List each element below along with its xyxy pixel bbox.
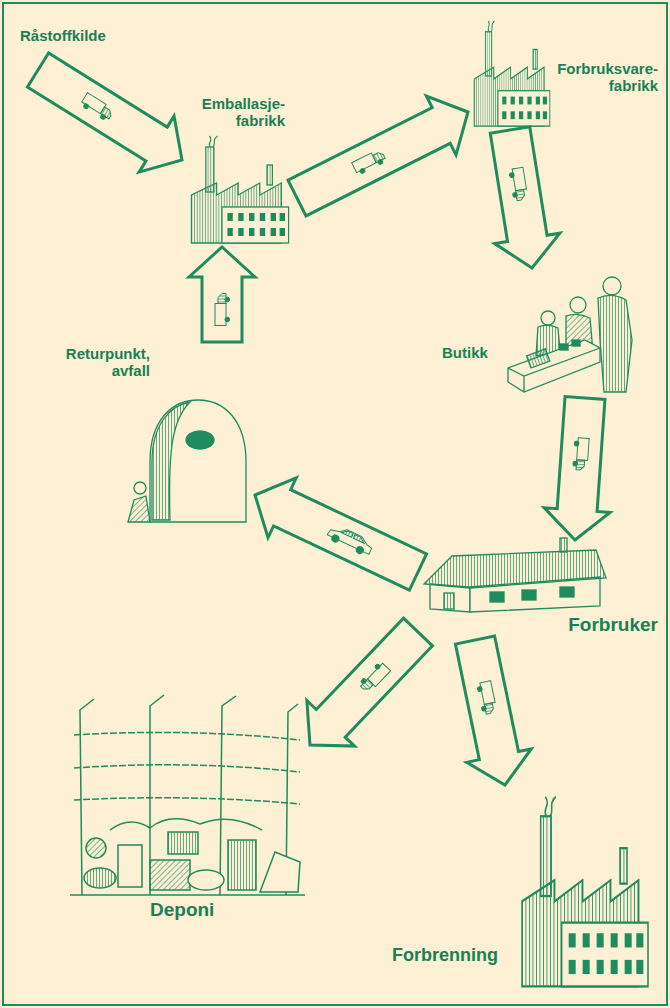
barrel bbox=[118, 845, 142, 887]
waste-bottle bbox=[134, 482, 146, 494]
house-door bbox=[444, 593, 454, 609]
stage-label: Råstoffkilde bbox=[20, 27, 106, 44]
stage-label: Deponi bbox=[150, 899, 214, 921]
bin-shade bbox=[152, 402, 190, 520]
block-arrow bbox=[27, 53, 182, 172]
recycling-bin-illustration bbox=[128, 400, 246, 522]
house-window bbox=[560, 587, 574, 597]
stage-label: Butikk bbox=[442, 344, 488, 361]
house-window bbox=[522, 590, 536, 600]
landfill-illustration bbox=[70, 695, 305, 895]
block-arrow bbox=[490, 127, 560, 268]
counter bbox=[508, 340, 600, 392]
shop-illustration bbox=[508, 277, 632, 392]
goods bbox=[560, 344, 568, 350]
person-head bbox=[603, 277, 621, 295]
stage-node: Forbruker bbox=[418, 540, 664, 640]
waste-heap bbox=[110, 819, 262, 830]
crate bbox=[150, 860, 190, 890]
truck-icon bbox=[358, 661, 391, 694]
house-wall bbox=[430, 584, 470, 612]
truck-icon bbox=[476, 681, 497, 715]
block-arrow bbox=[189, 247, 255, 342]
scrap bbox=[86, 838, 106, 858]
person-head bbox=[570, 297, 586, 313]
stage-label: Forbruksvare- fabrikk bbox=[557, 60, 658, 95]
block-arrow bbox=[544, 397, 610, 540]
house-window bbox=[490, 592, 504, 602]
frame bbox=[3, 3, 667, 1005]
stage-label: Forbruker bbox=[568, 614, 658, 636]
stage-label: Forbrenning bbox=[392, 945, 498, 966]
stage-node: Råstoffkilde bbox=[18, 22, 118, 70]
incineration-plant bbox=[522, 797, 648, 987]
stage-node: Deponi bbox=[65, 692, 310, 932]
cash-register bbox=[527, 349, 550, 368]
barrel bbox=[228, 840, 256, 890]
stage-label: Returpunkt, avfall bbox=[66, 345, 150, 380]
ground-line bbox=[70, 894, 305, 896]
stage-node: Forbruksvare- fabrikk bbox=[468, 18, 662, 130]
block-arrow bbox=[455, 636, 531, 785]
counter-edge bbox=[508, 348, 600, 392]
bin-opening bbox=[186, 431, 214, 449]
goods bbox=[572, 340, 580, 346]
house-illustration bbox=[424, 538, 606, 612]
car-icon bbox=[326, 523, 375, 558]
fence-post bbox=[80, 695, 298, 895]
block-arrow bbox=[307, 618, 433, 746]
house-chimney bbox=[560, 538, 567, 552]
stage-node: Butikk bbox=[438, 268, 633, 398]
stage-node: Forbrenning bbox=[388, 785, 660, 1000]
truck-icon bbox=[509, 167, 528, 201]
truck-icon bbox=[80, 93, 115, 122]
block-arrow bbox=[255, 478, 427, 590]
block-arrow bbox=[288, 96, 468, 216]
stage-node: Returpunkt, avfall bbox=[45, 342, 255, 525]
truck-icon bbox=[215, 294, 230, 326]
truck-icon bbox=[572, 438, 589, 471]
stage-node: Emballasje- fabrikk bbox=[182, 92, 297, 247]
bin-dome bbox=[150, 400, 246, 522]
scrap bbox=[168, 832, 198, 854]
scrap bbox=[260, 852, 300, 892]
tyre bbox=[84, 868, 116, 888]
stage-label: Emballasje- fabrikk bbox=[202, 95, 285, 130]
house-roof bbox=[424, 550, 606, 588]
person-head bbox=[541, 311, 555, 325]
waste-bag bbox=[128, 496, 150, 522]
person-body bbox=[598, 295, 632, 392]
goods-factory bbox=[474, 21, 550, 126]
barbed-wire bbox=[74, 732, 300, 804]
packaging-factory bbox=[191, 136, 288, 243]
tyre bbox=[188, 870, 224, 890]
truck-icon bbox=[352, 148, 387, 175]
